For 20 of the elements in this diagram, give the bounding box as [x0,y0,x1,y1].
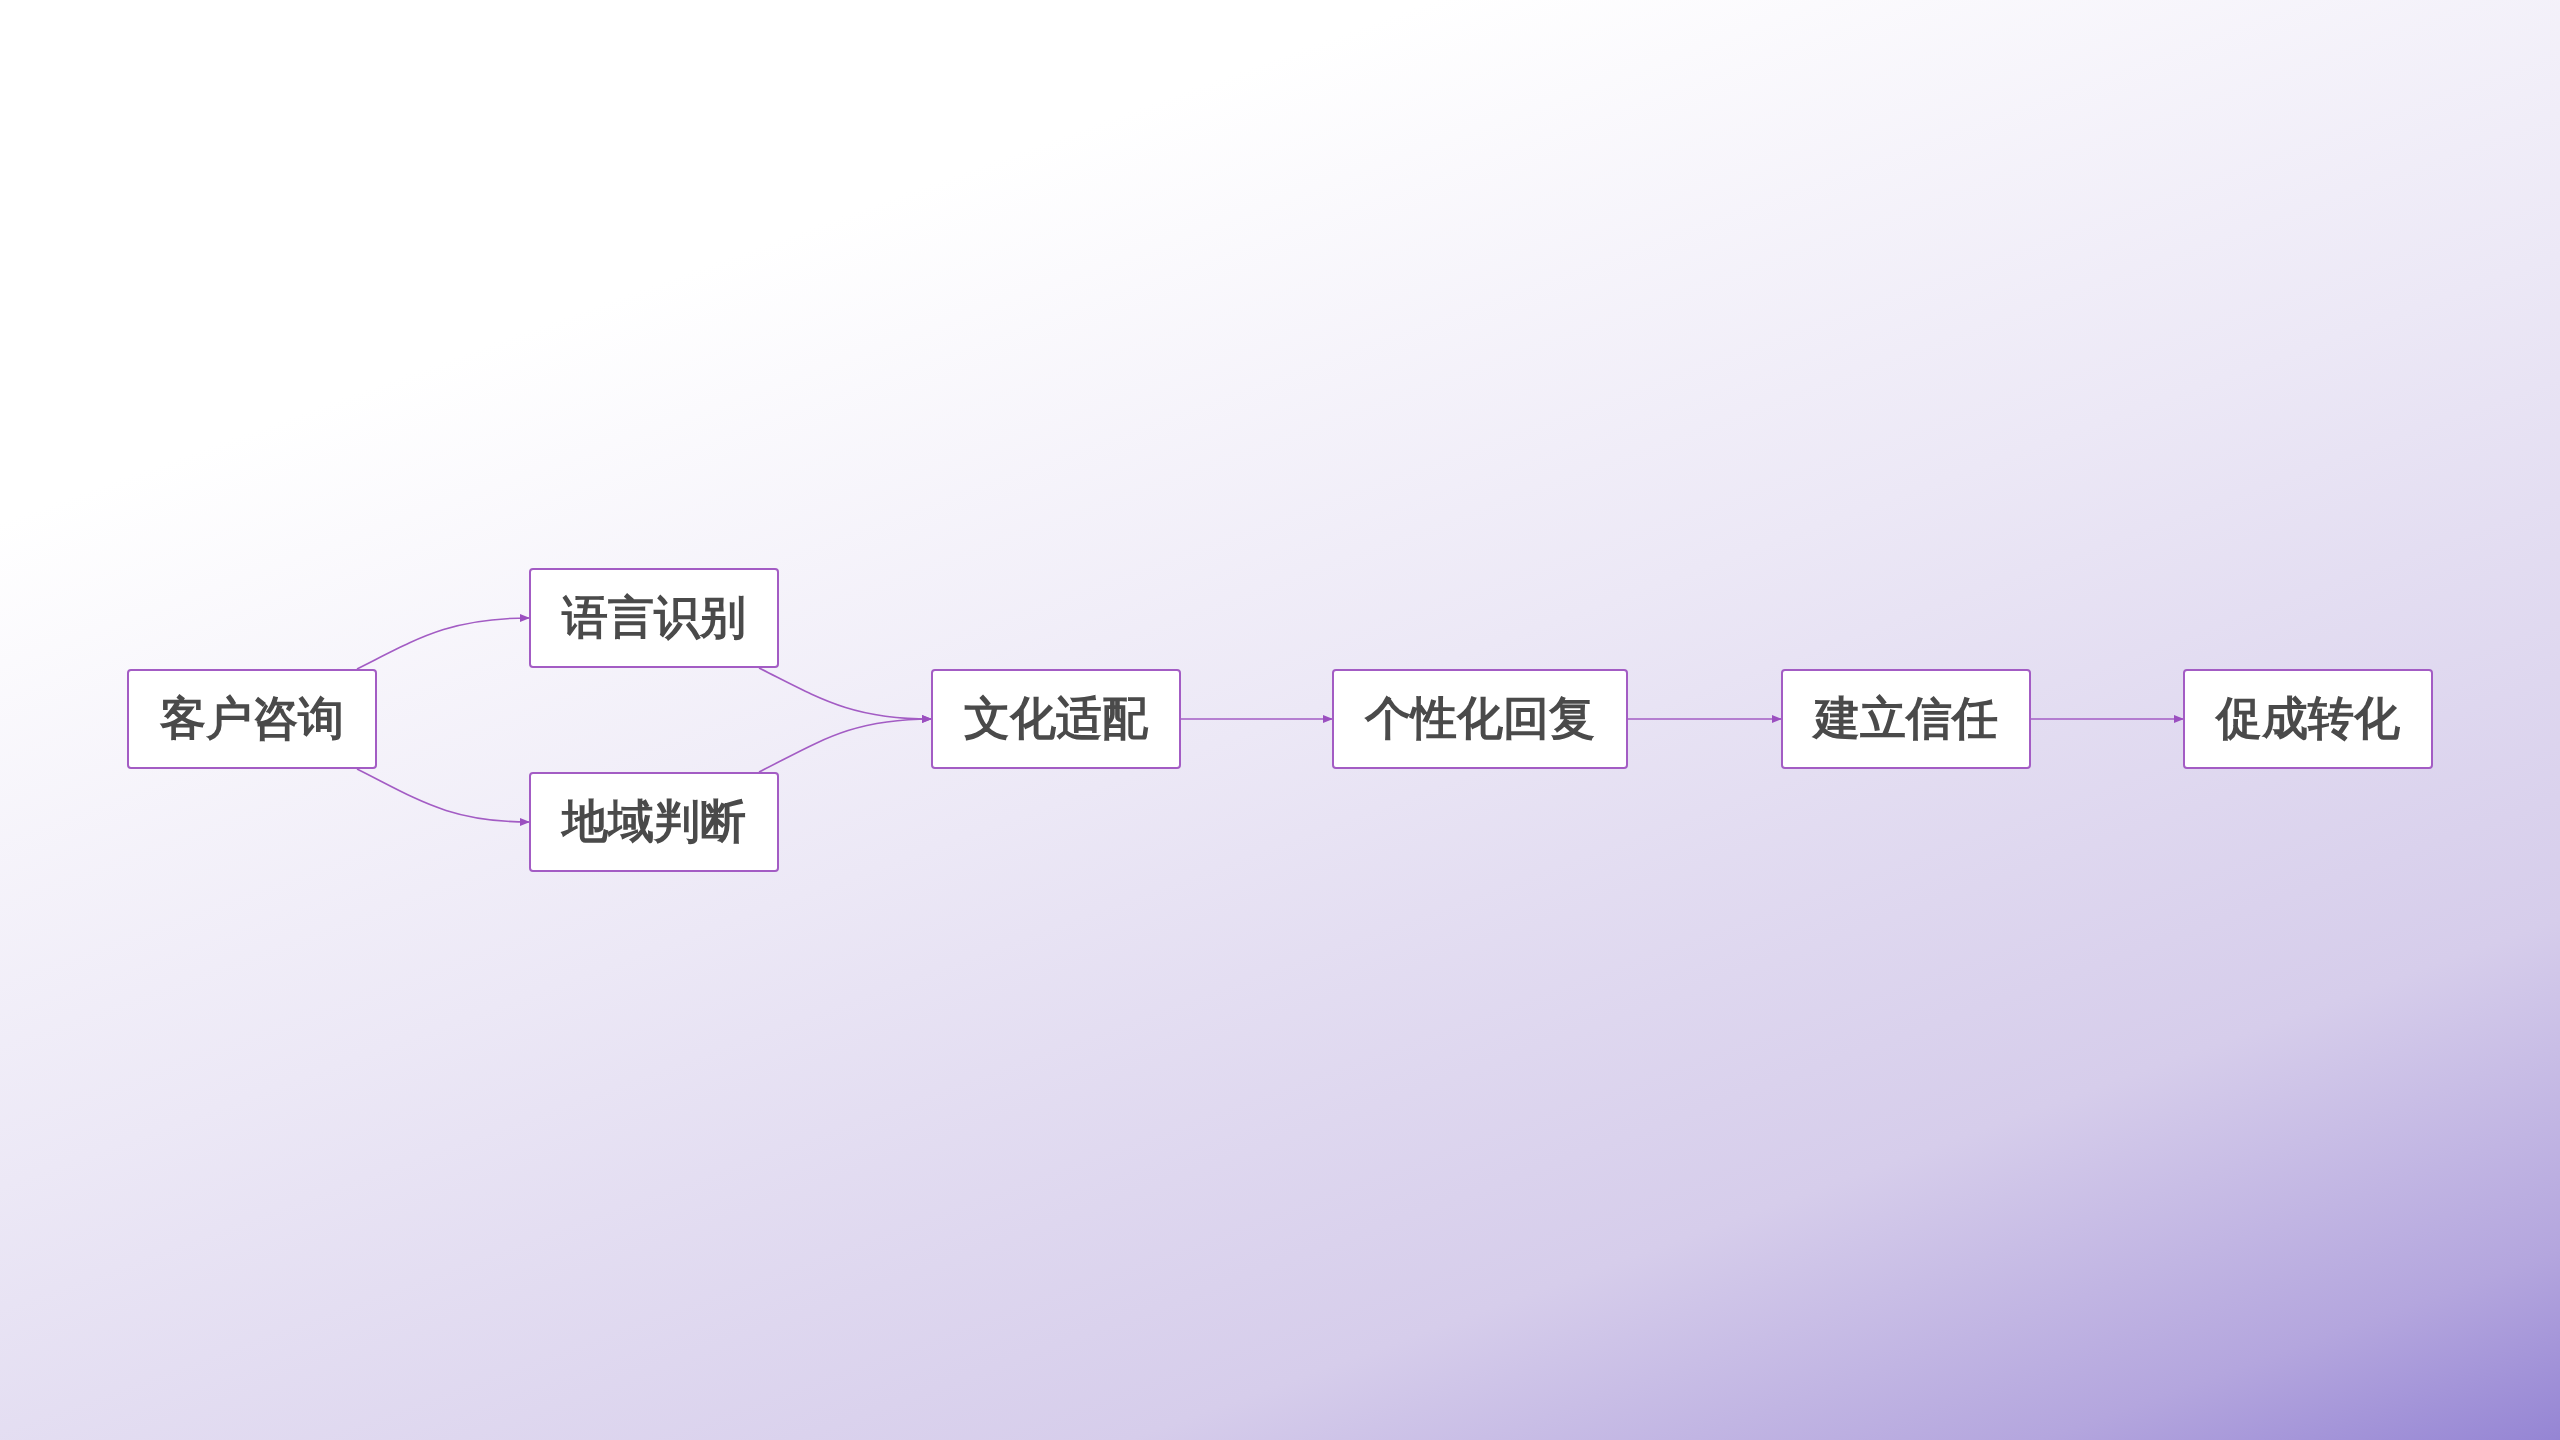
process-box [529,568,779,668]
step-label: 建立信任 [1814,690,1998,747]
step-label: 地域判断 [562,793,746,850]
step-label: 客户咨询 [160,690,344,747]
process-box [1781,669,2031,769]
step-label: 文化适配 [964,690,1148,747]
process-box [127,669,377,769]
step-label: 促成转化 [2216,690,2400,747]
arrow [356,614,530,670]
arrow [1180,715,1333,723]
process-box [931,669,1181,769]
process-box [2183,669,2433,769]
process-box [1332,669,1628,769]
step-label: 语言识别 [562,589,746,646]
process-box [529,772,779,872]
arrow [2030,715,2184,723]
arrow [1627,715,1782,723]
arrow [356,768,530,826]
arrow [758,715,932,773]
step-label: 个性化回复 [1365,690,1595,747]
